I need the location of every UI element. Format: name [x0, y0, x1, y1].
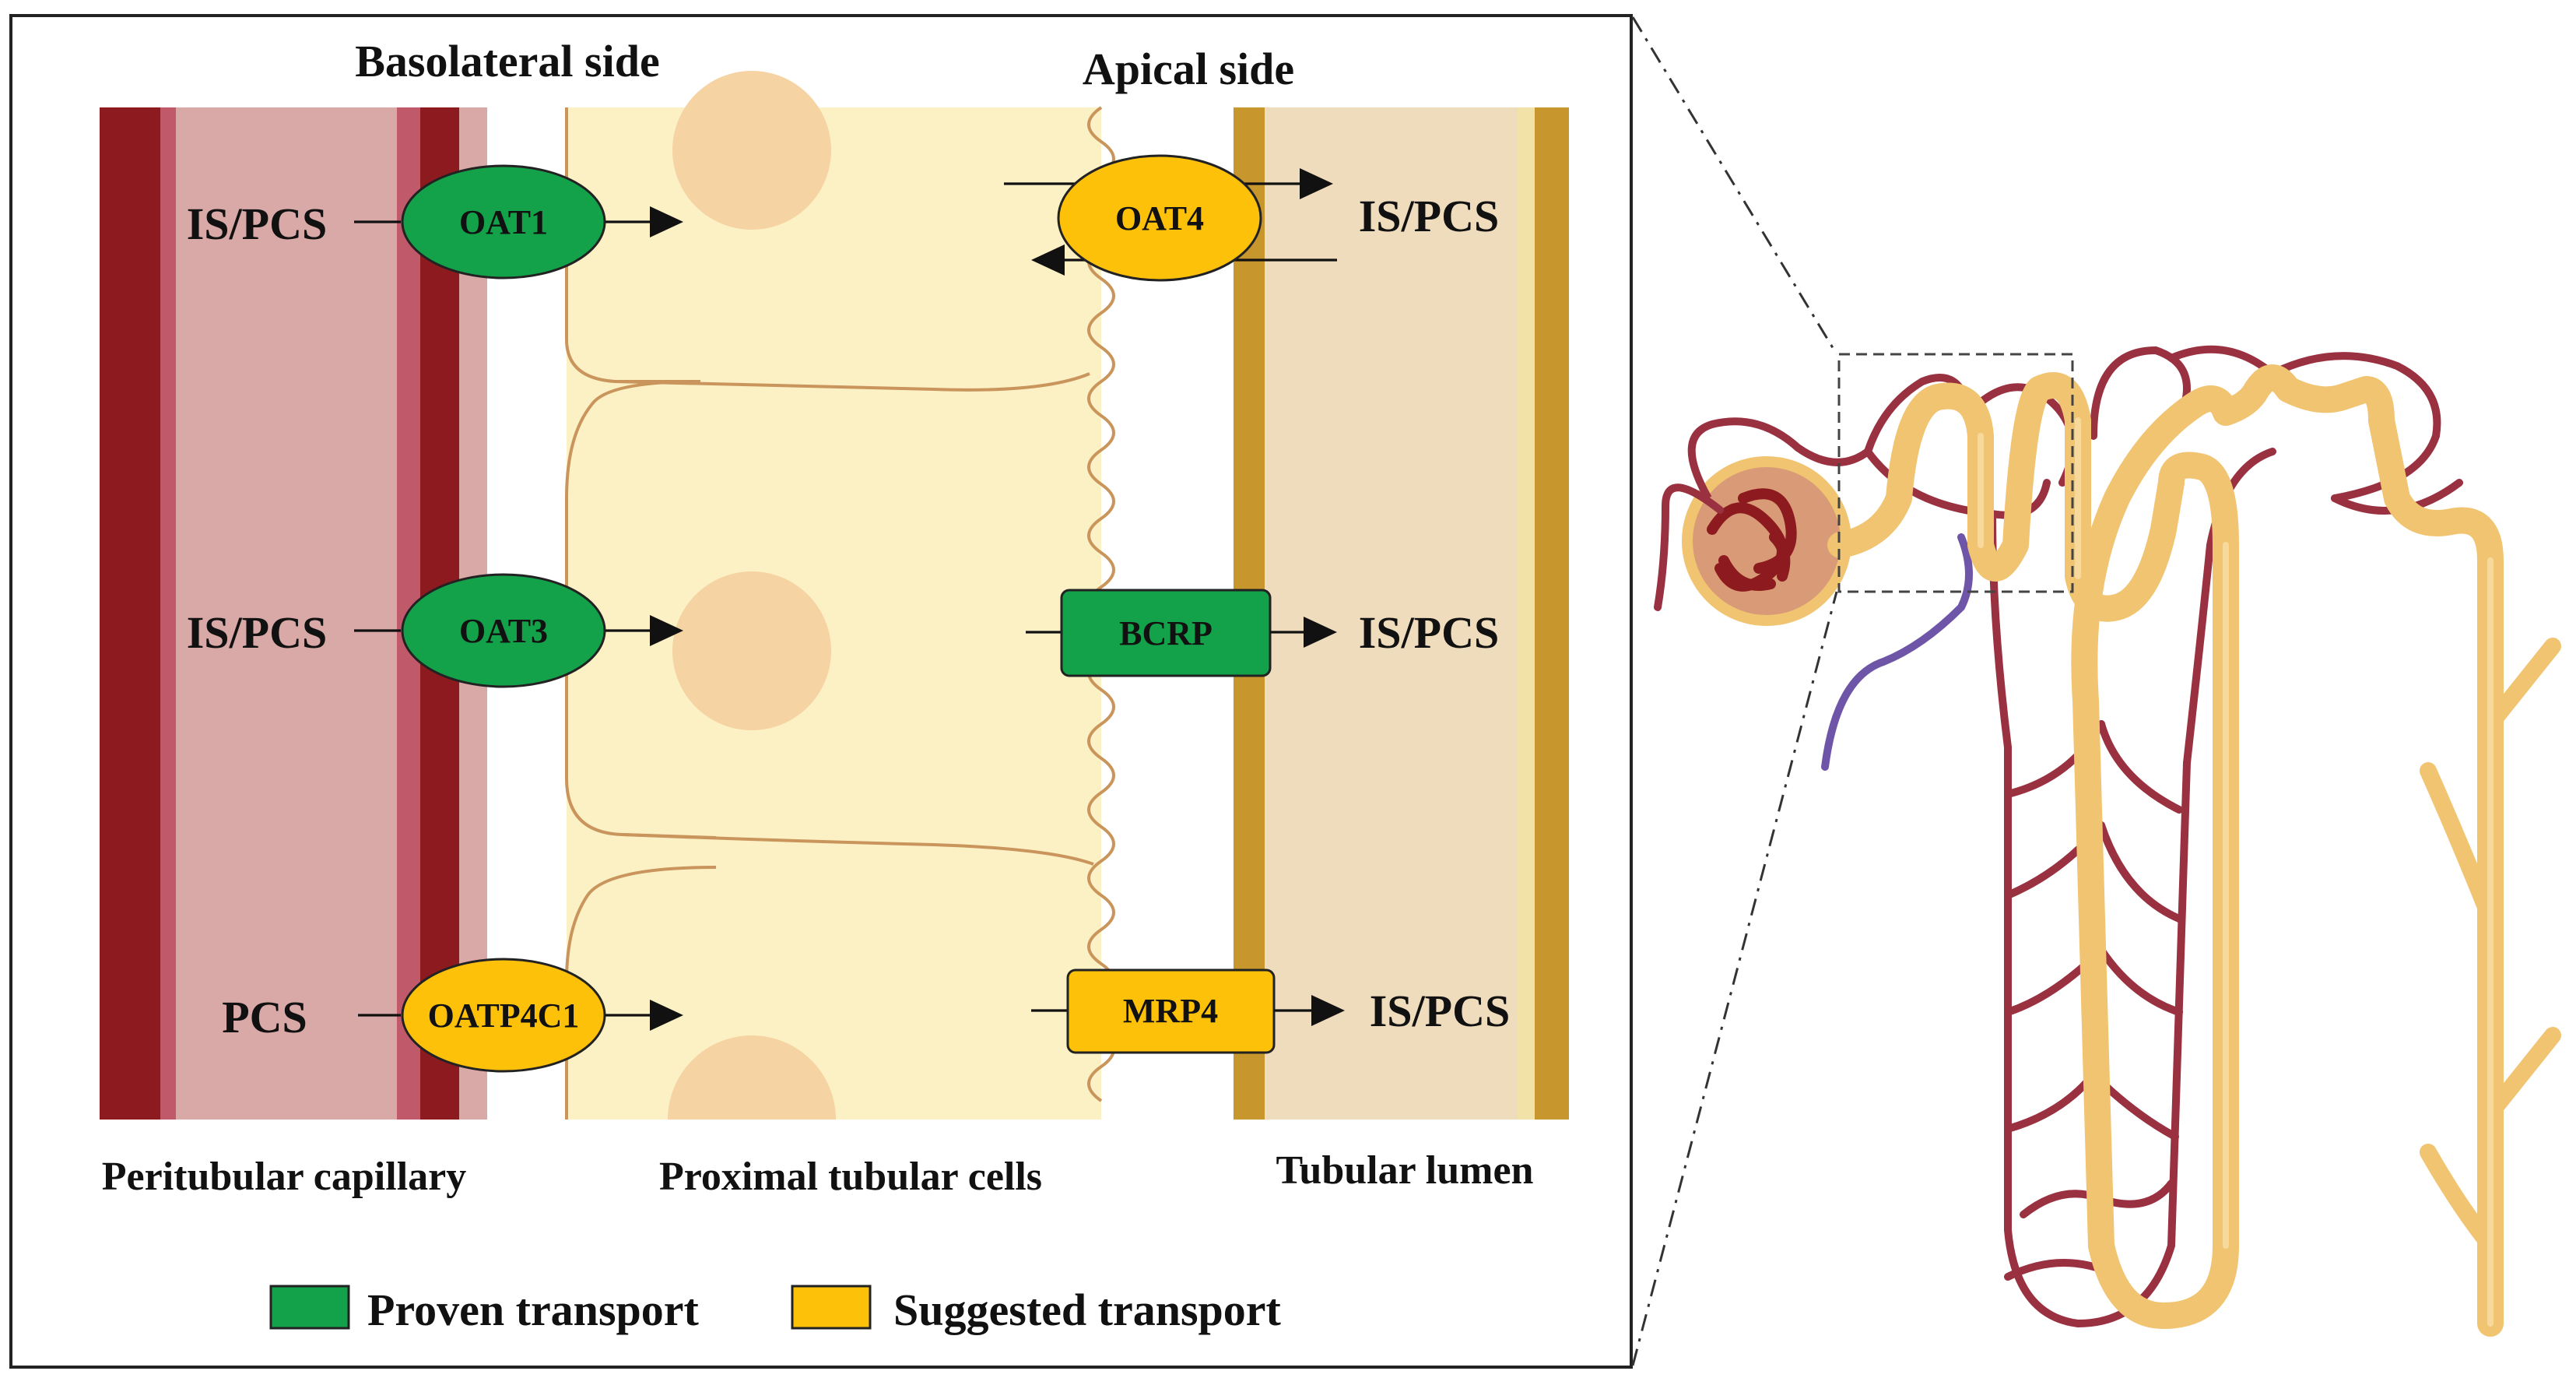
oat3-label: OAT3: [459, 612, 548, 650]
apical-side-label: Apical side: [1083, 44, 1294, 94]
cell-nucleus: [672, 571, 831, 730]
nephron-tubule: [1827, 364, 2504, 1337]
oatp4c1-transporter: PCS OATP4C1: [222, 958, 683, 1073]
mrp4-transporter: MRP4 IS/PCS: [1031, 968, 1511, 1054]
proximal-tubular-cells-label: Proximal tubular cells: [659, 1155, 1042, 1199]
collecting-duct-branches: [2420, 638, 2561, 1254]
oat1-substrate-label: IS/PCS: [187, 199, 328, 249]
mrp4-label: MRP4: [1123, 992, 1218, 1030]
bcrp-label: BCRP: [1119, 614, 1213, 652]
mrp4-substrate-label: IS/PCS: [1370, 986, 1511, 1036]
oat1-label: OAT1: [459, 203, 548, 241]
proximal-tubular-cells: [565, 71, 1115, 1120]
legend: Proven transport Suggested transport: [269, 1285, 1282, 1335]
legend-suggested-swatch: [791, 1285, 872, 1330]
oat1-transporter: IS/PCS OAT1: [187, 164, 683, 279]
nephron-illustration: [1654, 345, 2561, 1337]
oat4-transporter: OAT4 IS/PCS: [1004, 154, 1500, 282]
oat4-label: OAT4: [1115, 199, 1204, 237]
tubular-lumen-label: Tubular lumen: [1276, 1148, 1534, 1193]
basolateral-side-label: Basolateral side: [355, 36, 659, 86]
zoom-region-box: [1837, 353, 2074, 593]
tubular-lumen: [1234, 107, 1569, 1120]
oatp4c1-substrate-label: PCS: [222, 992, 307, 1042]
oatp4c1-label: OATP4C1: [428, 997, 580, 1035]
peritubular-capillary-label: Peritubular capillary: [102, 1155, 466, 1199]
oat3-transporter: IS/PCS OAT3: [187, 573, 683, 688]
bcrp-substrate-label: IS/PCS: [1359, 607, 1500, 658]
legend-suggested-label: Suggested transport: [893, 1285, 1282, 1335]
cell-nucleus: [672, 71, 831, 230]
glomerulus: [1707, 488, 1797, 592]
bcrp-transporter: BCRP IS/PCS: [1026, 589, 1500, 677]
oat3-substrate-label: IS/PCS: [187, 607, 328, 658]
legend-proven-label: Proven transport: [367, 1285, 700, 1335]
vein: [1821, 533, 1973, 771]
bowmans-capsule: [1682, 456, 1851, 626]
zoom-connector: [1631, 16, 1838, 1366]
oat4-substrate-label: IS/PCS: [1359, 191, 1500, 241]
legend-proven-swatch: [269, 1285, 350, 1330]
cell-nucleus: [668, 1035, 836, 1120]
